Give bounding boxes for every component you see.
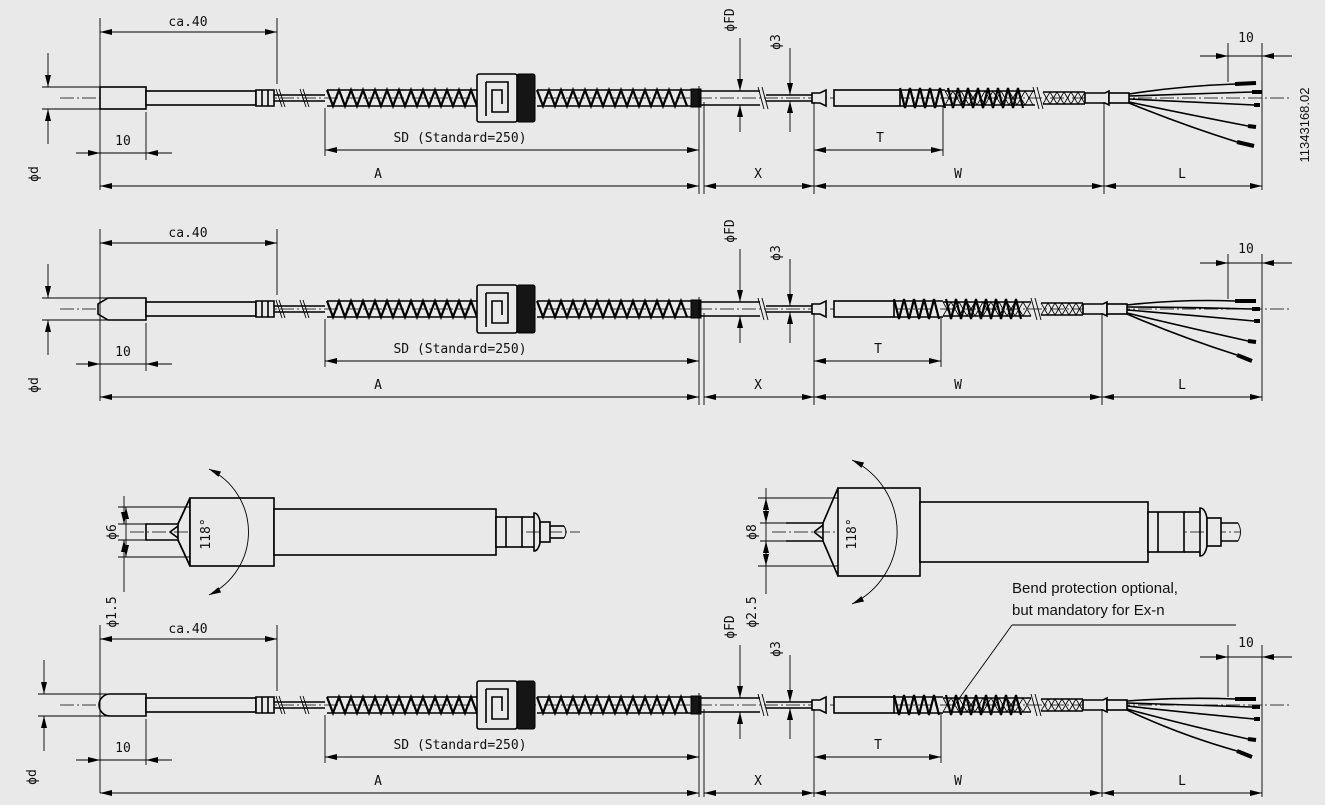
- label-x: X: [754, 167, 762, 182]
- label-10: 10: [115, 741, 131, 756]
- label-phi-2-5: ϕ2.5: [745, 596, 760, 627]
- probe-body: [60, 73, 1290, 148]
- label-a: A: [374, 167, 382, 182]
- detail-tip-phi8: ϕ8 ϕ2.5 118°: [745, 459, 1241, 628]
- label-angle-118: 118°: [845, 518, 860, 549]
- document-number: 11343168.02: [1297, 88, 1312, 163]
- label-sd: SD (Standard=250): [393, 738, 526, 753]
- label-phi-3: ϕ3: [769, 34, 784, 50]
- dimension-labels: ca.40 10 ϕd SD (Standard=250) A ϕFD ϕ3 X…: [27, 8, 1254, 182]
- label-a: A: [374, 774, 382, 789]
- label-phi-8: ϕ8: [745, 524, 760, 540]
- label-phi-fd: ϕFD: [723, 8, 738, 32]
- probe-view-pointed-tip: ca.40 10 ϕd SD (Standard=250) A ϕFD ϕ3 X…: [27, 219, 1292, 405]
- label-phi-6: ϕ6: [105, 524, 120, 540]
- dimensions: [42, 18, 1292, 194]
- dimensions: [42, 229, 1292, 405]
- label-x: X: [754, 774, 762, 789]
- label-t: T: [874, 342, 882, 357]
- detail-tip-phi6: ϕ6 ϕ1.5 118°: [105, 468, 580, 628]
- note-line-1: Bend protection optional,: [1012, 580, 1178, 597]
- label-l: L: [1178, 774, 1186, 789]
- label-t: T: [876, 131, 884, 146]
- label-phi-3: ϕ3: [769, 245, 784, 261]
- probe-view-round-tip: ca.40 10 ϕd SD (Standard=250) A ϕFD ϕ3 X…: [25, 615, 1292, 797]
- label-phi-3: ϕ3: [769, 641, 784, 657]
- label-10-wire: 10: [1238, 31, 1254, 46]
- label-ca40: ca.40: [168, 226, 207, 241]
- label-phi-d: ϕd: [27, 377, 42, 393]
- probe-body: [60, 680, 1290, 759]
- label-phi-fd: ϕFD: [723, 219, 738, 243]
- label-w: W: [954, 378, 962, 393]
- label-w: W: [954, 774, 962, 789]
- note-line-2: but mandatory for Ex-n: [1012, 602, 1165, 619]
- label-phi-fd: ϕFD: [723, 615, 738, 639]
- label-10-wire: 10: [1238, 636, 1254, 651]
- label-w: W: [954, 167, 962, 182]
- label-a: A: [374, 378, 382, 393]
- dimensions: [38, 625, 1292, 797]
- label-10: 10: [115, 134, 131, 149]
- label-ca40: ca.40: [168, 622, 207, 637]
- label-t: T: [874, 738, 882, 753]
- dimension-labels: ca.40 10 ϕd SD (Standard=250) A ϕFD ϕ3 X…: [27, 219, 1254, 393]
- label-phi-d: ϕd: [25, 769, 40, 785]
- probe-view-flat-tip: ca.40 10 ϕd SD (Standard=250) A ϕFD ϕ3 X…: [27, 8, 1292, 194]
- label-angle-118: 118°: [199, 518, 214, 549]
- label-x: X: [754, 378, 762, 393]
- label-10: 10: [115, 345, 131, 360]
- label-sd: SD (Standard=250): [393, 342, 526, 357]
- label-ca40: ca.40: [168, 15, 207, 30]
- bend-protection-note: Bend protection optional, but mandatory …: [957, 580, 1236, 701]
- label-phi-1-5: ϕ1.5: [105, 596, 120, 627]
- dimension-labels: ca.40 10 ϕd SD (Standard=250) A ϕFD ϕ3 X…: [25, 615, 1254, 789]
- label-phi-d: ϕd: [27, 166, 42, 182]
- label-10-wire: 10: [1238, 242, 1254, 257]
- label-sd: SD (Standard=250): [393, 131, 526, 146]
- probe-body: [60, 284, 1290, 363]
- label-l: L: [1178, 167, 1186, 182]
- label-l: L: [1178, 378, 1186, 393]
